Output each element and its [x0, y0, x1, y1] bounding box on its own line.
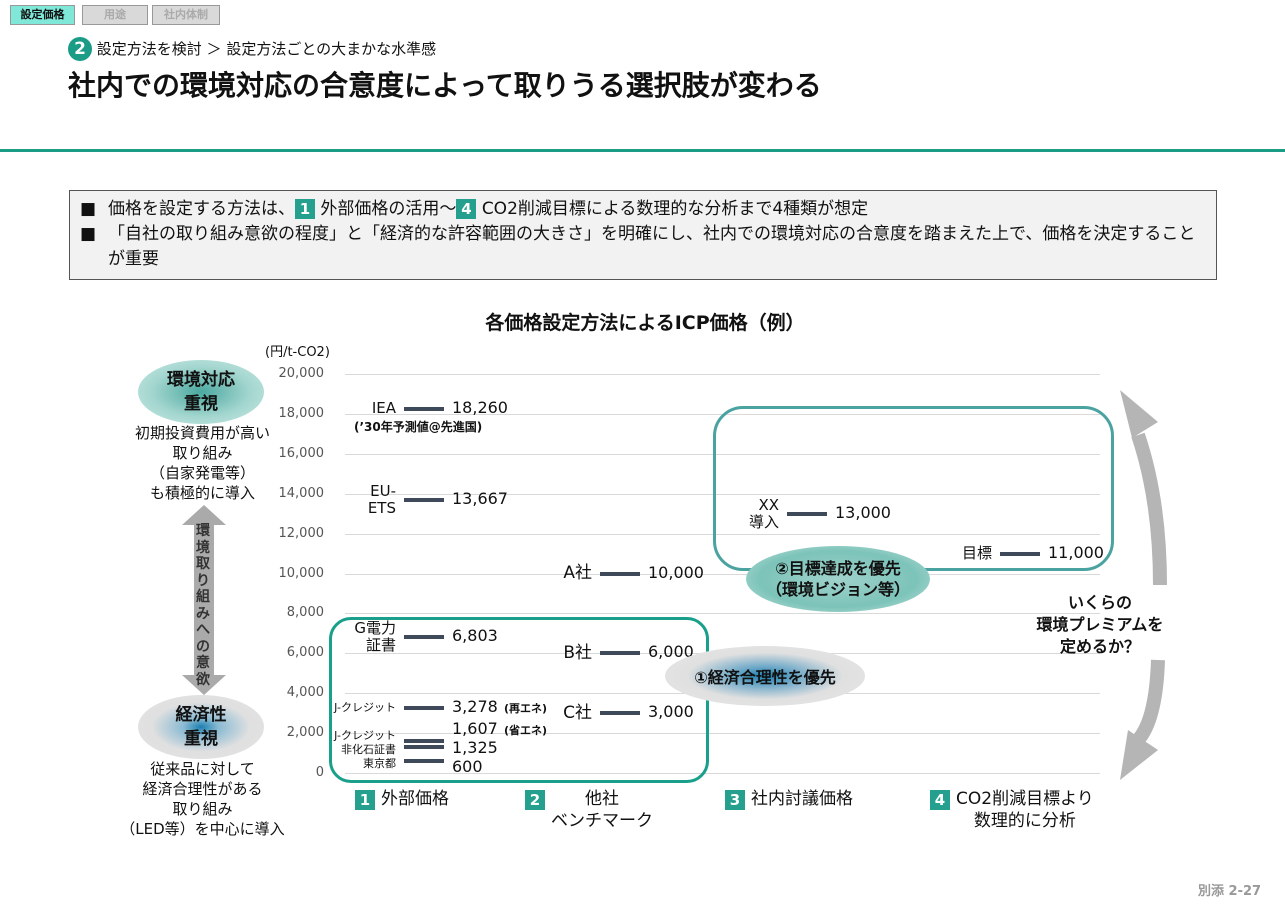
price-marker [600, 711, 640, 716]
price-value: 6,000 [648, 642, 694, 662]
price-value: 3,000 [648, 702, 694, 722]
y-tick-label: 6,000 [286, 645, 324, 661]
tab-price[interactable]: 設定価格 [10, 5, 75, 25]
premium-question: いくらの 環境プレミアムを 定めるか？ [1036, 593, 1164, 656]
price-note: (再エネ) [504, 701, 548, 715]
target-priority-label: ②目標達成を優先 （環境ビジョン等） [746, 546, 930, 612]
price-marker [404, 744, 444, 749]
gridline [345, 493, 1100, 495]
tab-organization[interactable]: 社内体制 [152, 5, 220, 25]
category-number-badge: 2 [525, 790, 545, 810]
price-marker [404, 738, 444, 743]
summary-text: 価格を設定する方法は、 [108, 199, 295, 219]
gridline [345, 573, 1100, 575]
gridline [345, 773, 1100, 774]
category-label: 4 CO2削減目標より 数理的に分析 [930, 788, 1115, 832]
price-value: 1,325 [452, 738, 498, 757]
price-value: 13,000 [835, 502, 891, 522]
price-marker [404, 635, 444, 640]
category-name: CO2削減目標より 数理的に分析 [956, 789, 1094, 831]
motivation-axis-label: 環境取り組みへの意欲 [196, 523, 210, 688]
category-label: 3 社内討議価格 [725, 788, 875, 810]
price-value: 18,260 [452, 397, 508, 417]
price-label: A社 [563, 563, 592, 583]
price-label: 東京都 [363, 757, 396, 770]
summary-line-2: 「自社の取り組み意欲の程度」と「経済的な許容範囲の大きさ」を明確にし、社内での環… [108, 224, 1196, 269]
category-name: 外部価格 [381, 789, 449, 809]
summary-box: ■価格を設定する方法は、1 外部価格の活用～4 CO2削減目標による数理的な分析… [69, 190, 1217, 280]
price-marker [404, 705, 444, 710]
summary-text: CO2削減目標による数理的な分析まで4種類が想定 [481, 199, 869, 219]
summary-text: 外部価格の活用～ [320, 199, 457, 219]
price-label: 目標 [961, 544, 992, 563]
economic-group-box [329, 617, 709, 783]
price-label: J-クレジット [334, 729, 396, 742]
price-marker [404, 406, 444, 411]
price-label: G電力 証書 [354, 619, 396, 655]
breadcrumb: 2 設定方法を検討 ＞ 設定方法ごとの大まかな水準感 [68, 37, 436, 61]
category-number-badge: 4 [930, 790, 950, 810]
page-number: 別添 2-27 [1198, 884, 1262, 899]
category-number-badge: 3 [725, 790, 745, 810]
price-value: 1,607 [452, 719, 498, 738]
y-tick-label: 16,000 [278, 445, 325, 461]
y-tick-label: 20,000 [278, 366, 325, 381]
price-value: 13,667 [452, 489, 508, 509]
y-tick-label: 8,000 [286, 605, 324, 621]
tab-usage[interactable]: 用途 [82, 5, 148, 25]
y-axis-unit: (円/t-CO2) [265, 345, 330, 360]
economy-focus-desc: 従来品に対して 経済合理性がある 取り組み （LED等）を中心に導入 [120, 760, 285, 838]
price-marker [787, 511, 827, 516]
price-value: 6,803 [452, 626, 498, 646]
target-group-box [713, 406, 1114, 571]
category-label: 1 外部価格 [355, 788, 465, 810]
price-label: B社 [563, 642, 592, 663]
price-value: 10,000 [648, 562, 704, 582]
price-marker [1000, 551, 1040, 556]
price-marker [404, 498, 444, 503]
gridline [345, 533, 1100, 535]
curved-double-arrow-icon [1120, 390, 1167, 780]
y-tick-label: 14,000 [278, 485, 325, 501]
y-tick-label: 12,000 [278, 525, 325, 541]
price-label: XX 導入 [748, 495, 779, 531]
price-label: C社 [563, 702, 592, 723]
method-badge-1: 1 [295, 199, 315, 219]
page-title: 社内での環境対応の合意度によって取りうる選択肢が変わる [68, 69, 822, 102]
price-label: EU- ETS [367, 482, 396, 518]
gridline [345, 374, 1100, 375]
category-number-badge: 1 [355, 790, 375, 810]
category-name: 他社 ベンチマーク [551, 789, 653, 831]
gridline [345, 613, 1100, 615]
economy-focus-ellipse: 経済性 重視 [138, 695, 264, 759]
double-arrow-icon [182, 505, 226, 695]
price-marker [600, 651, 640, 656]
price-marker [600, 571, 640, 576]
y-tick-label: 4,000 [286, 685, 324, 701]
step-badge: 2 [68, 37, 92, 61]
price-marker [404, 759, 444, 764]
y-tick-label: 18,000 [278, 405, 325, 421]
price-note: (’30年予測値@先進国) [354, 419, 483, 434]
environment-focus-desc: 初期投資費用が高い 取り組み （自家発電等） も積極的に導入 [134, 424, 270, 502]
title-divider [0, 149, 1285, 152]
y-tick-label: 10,000 [278, 565, 325, 581]
breadcrumb-text: 設定方法を検討 ＞ 設定方法ごとの大まかな水準感 [96, 40, 437, 58]
gridline [345, 453, 1100, 455]
environment-focus-ellipse: 環境対応 重視 [138, 360, 264, 424]
price-note: (省エネ) [504, 724, 548, 737]
price-label: 非化石証書 [341, 743, 396, 756]
gridline [345, 733, 1100, 735]
category-label: 2 他社 ベンチマーク [525, 788, 665, 832]
price-label: J-クレジット [334, 700, 396, 714]
method-badge-4: 4 [456, 199, 477, 219]
price-label: IEA [371, 399, 396, 418]
price-value: 600 [452, 757, 483, 776]
y-tick-label: 2,000 [286, 725, 324, 741]
chart-title: 各価格設定方法によるICP価格（例） [485, 312, 805, 334]
category-name: 社内討議価格 [751, 789, 853, 809]
y-tick-label: 0 [315, 765, 324, 780]
price-value: 3,278 [452, 696, 498, 716]
economic-priority-label: ①経済合理性を優先 [665, 646, 865, 706]
